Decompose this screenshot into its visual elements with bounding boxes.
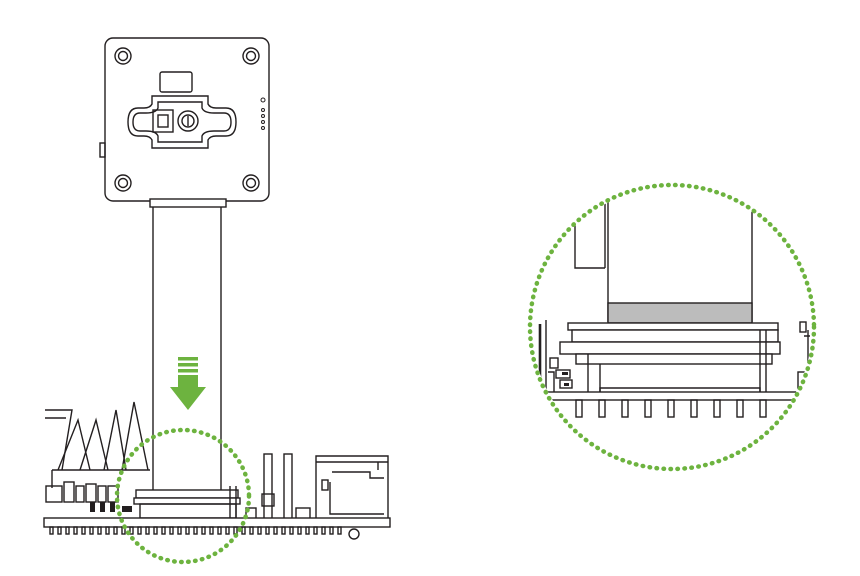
camera-side-tab [99, 142, 106, 158]
pin-icon [273, 526, 278, 535]
pin-icon [575, 399, 583, 418]
pin-icon [667, 399, 675, 418]
pin-icon [161, 526, 166, 535]
dotted-circle-zoom [527, 182, 817, 472]
pin-icon [169, 526, 174, 535]
dotted-circle-highlight [114, 427, 252, 565]
pin-icon [89, 526, 94, 535]
board-components-middle [245, 453, 327, 523]
board-camera-connector [133, 486, 241, 522]
camera-top-connector [159, 71, 193, 93]
pin-icon [209, 526, 214, 535]
pin-icon [129, 526, 134, 535]
pin-icon [185, 526, 190, 535]
pin-icon [644, 399, 652, 418]
board-components-left [45, 481, 132, 512]
heatsink [45, 401, 150, 488]
pin-icon [337, 526, 342, 535]
gpio-pins [49, 526, 342, 535]
ribbon-connector-detail [607, 302, 753, 324]
camera-ribbon-connector [149, 198, 227, 208]
sensor-window [152, 109, 174, 133]
arrow-down-icon [170, 357, 206, 410]
mounting-hole-icon [242, 174, 260, 192]
pin-icon [49, 526, 54, 535]
screw-icon [348, 528, 360, 540]
pin-icon [621, 399, 629, 418]
pin-icon [281, 526, 286, 535]
pin-icon [313, 526, 318, 535]
mounting-hole-icon [242, 47, 260, 65]
pin-icon [217, 526, 222, 535]
pin-icon [105, 526, 110, 535]
pin-icon [73, 526, 78, 535]
pin-icon [241, 526, 246, 535]
pin-icon [289, 526, 294, 535]
mounting-hole-icon [114, 47, 132, 65]
pin-icon [305, 526, 310, 535]
pin-icon [57, 526, 62, 535]
gpio-pins-detail [575, 399, 767, 418]
pin-icon [233, 526, 238, 535]
ribbon-cable [152, 207, 222, 492]
pin-icon [329, 526, 334, 535]
pcb-board [43, 517, 391, 528]
mounting-hole-icon [114, 174, 132, 192]
ethernet-port [315, 455, 389, 523]
pin-icon [598, 399, 606, 418]
pin-icon [145, 526, 150, 535]
pin-icon [257, 526, 262, 535]
pin-icon [193, 526, 198, 535]
pin-icon [113, 526, 118, 535]
pin-icon [736, 399, 744, 418]
camera-module [99, 37, 270, 208]
magnified-detail-view [527, 182, 817, 472]
lens-icon [177, 110, 199, 132]
pin-icon [321, 526, 326, 535]
pin-icon [201, 526, 206, 535]
pin-icon [177, 526, 182, 535]
pin-icon [97, 526, 102, 535]
pin-icon [137, 526, 142, 535]
pin-icon [81, 526, 86, 535]
pin-icon [713, 399, 721, 418]
pin-icon [759, 399, 767, 418]
pin-icon [65, 526, 70, 535]
main-board [43, 401, 391, 540]
pin-icon [249, 526, 254, 535]
pin-icon [297, 526, 302, 535]
status-led-icon [260, 97, 266, 130]
pin-icon [153, 526, 158, 535]
pin-icon [690, 399, 698, 418]
pin-icon [225, 526, 230, 535]
pin-icon [265, 526, 270, 535]
